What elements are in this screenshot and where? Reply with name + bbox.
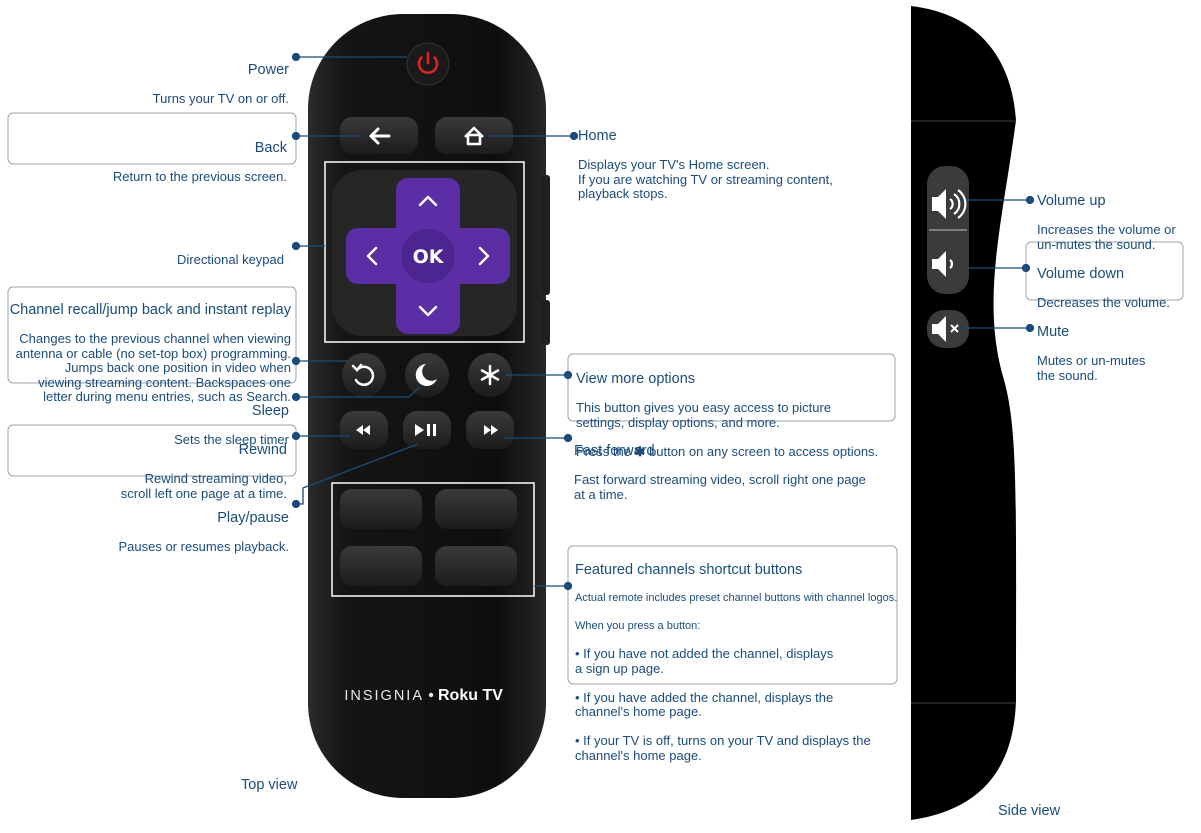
moon-icon xyxy=(415,364,437,386)
featured-bullet-2: • If you have added the channel, display… xyxy=(575,689,834,719)
play-pause-icon xyxy=(415,424,436,436)
home-desc: Displays your TV's Home screen. If you a… xyxy=(578,157,833,201)
dpad-highlight-frame xyxy=(324,161,525,343)
ok-button[interactable] xyxy=(401,229,455,283)
replay-icon xyxy=(351,363,375,386)
mute-icon xyxy=(932,316,959,342)
sleep-title: Sleep xyxy=(251,402,289,419)
ff-title: Fast forward xyxy=(574,442,655,459)
ff-desc: Fast forward streaming video, scroll rig… xyxy=(574,472,866,502)
remote-side-ridge-1 xyxy=(541,175,550,295)
options-desc-2a: Press the xyxy=(576,443,631,459)
power-callout: Power Turns your TV on or off. xyxy=(153,48,289,121)
fast-forward-icon xyxy=(484,425,498,435)
playpause-title: Play/pause xyxy=(217,509,289,526)
rewind-callout: Rewind Rewind streaming video, scroll le… xyxy=(121,428,287,516)
rewind-icon xyxy=(356,425,370,435)
recall-desc: Changes to the previous channel when vie… xyxy=(15,331,291,404)
featured-title: Featured channels shortcut buttons xyxy=(575,561,803,578)
sleep-desc: Sets the sleep timer xyxy=(174,432,289,447)
home-callout: Home Displays your TV's Home screen. If … xyxy=(578,114,833,216)
rewind-callout-box xyxy=(7,424,297,477)
mute-desc: Mutes or un-mutes the sound. xyxy=(1037,353,1146,383)
channel-button-2[interactable] xyxy=(435,489,517,529)
side-view-label: Side view xyxy=(998,802,1061,819)
featured-note2: When you press a button: xyxy=(575,619,701,632)
sleep-leader xyxy=(296,386,421,398)
brand-roku: Roku TV xyxy=(438,687,503,704)
featured-highlight-frame xyxy=(331,482,535,597)
recall-title: Channel recall/jump back and instant rep… xyxy=(9,301,291,318)
dpad-title: Directional keypad xyxy=(177,251,284,267)
side-body xyxy=(911,6,1017,820)
back-callout: Back Return to the previous screen. xyxy=(113,126,287,199)
back-desc: Return to the previous screen. xyxy=(112,169,287,184)
replay-button[interactable] xyxy=(342,353,386,397)
top-view-label: Top view xyxy=(241,776,298,793)
options-callout-box xyxy=(567,353,896,422)
volup-title: Volume up xyxy=(1037,192,1106,209)
power-title: Power xyxy=(247,61,289,78)
asterisk-icon xyxy=(480,364,500,386)
brand-dot xyxy=(428,692,434,698)
rewind-title: Rewind xyxy=(238,441,287,458)
channel-button-1[interactable] xyxy=(340,489,422,529)
sleep-callout: Sleep Sets the sleep timer xyxy=(174,389,289,462)
voldown-desc: Decreases the volume. xyxy=(1037,295,1170,310)
remote-side-ridge-2 xyxy=(541,300,550,345)
volume-down-icon[interactable] xyxy=(932,251,954,277)
recall-callout: Channel recall/jump back and instant rep… xyxy=(10,288,291,419)
ok-label: OK xyxy=(413,246,445,268)
ff-callout: Fast forward Fast forward streaming vide… xyxy=(574,429,866,517)
back-title: Back xyxy=(254,139,287,156)
playpause-desc: Pauses or resumes playback. xyxy=(118,539,289,554)
featured-callout: Featured channels shortcut buttons Actua… xyxy=(575,548,897,778)
channel-button-3[interactable] xyxy=(340,546,422,586)
brand-insignia: INSIGNIA xyxy=(344,688,424,704)
volume-up-icon[interactable] xyxy=(932,189,967,219)
voldown-callout: Volume down Decreases the volume. xyxy=(1037,252,1170,325)
options-desc-2: Press the ✱ button on any screen to acce… xyxy=(576,443,879,460)
left-arrow-icon[interactable] xyxy=(366,246,378,266)
featured-callout-box xyxy=(567,545,898,685)
home-title: Home xyxy=(578,127,617,144)
playpause-callout: Play/pause Pauses or resumes playback. xyxy=(118,496,289,569)
mute-callout: Mute Mutes or un-mutes the sound. xyxy=(1037,310,1145,398)
options-title: View more options xyxy=(576,370,696,387)
asterisk-inline-icon: ✱ xyxy=(634,443,646,459)
remote-side-view xyxy=(911,6,1017,820)
up-arrow-icon[interactable] xyxy=(418,195,438,207)
power-desc: Turns your TV on or off. xyxy=(152,91,289,106)
channel-button-4[interactable] xyxy=(435,546,517,586)
rewind-desc: Rewind streaming video, scroll left one … xyxy=(120,471,287,501)
back-arrow-icon xyxy=(369,127,391,145)
volup-callout: Volume up Increases the volume or un-mut… xyxy=(1037,179,1176,267)
mute-button[interactable] xyxy=(927,310,969,348)
options-desc: This button gives you easy access to pic… xyxy=(576,400,832,430)
sleep-button[interactable] xyxy=(405,353,449,397)
dpad-callout: Directional keypad xyxy=(177,238,284,282)
featured-note: Actual remote includes preset channel bu… xyxy=(575,592,898,604)
featured-bullet-1: • If you have not added the channel, dis… xyxy=(575,646,834,676)
options-desc-2b: button on any screen to access options. xyxy=(649,443,879,459)
remote-top-view: OK xyxy=(308,14,550,798)
power-icon xyxy=(417,51,439,74)
featured-bullet-3: • If your TV is off, turns on your TV an… xyxy=(575,733,871,763)
right-arrow-icon[interactable] xyxy=(478,246,490,266)
home-icon xyxy=(464,126,484,146)
recall-callout-box xyxy=(7,286,297,384)
volup-desc: Increases the volume or un-mutes the sou… xyxy=(1037,222,1176,252)
voldown-title: Volume down xyxy=(1037,265,1125,282)
options-callout: View more options This button gives you … xyxy=(576,357,878,474)
down-arrow-icon[interactable] xyxy=(418,305,438,317)
mute-title: Mute xyxy=(1037,323,1070,340)
